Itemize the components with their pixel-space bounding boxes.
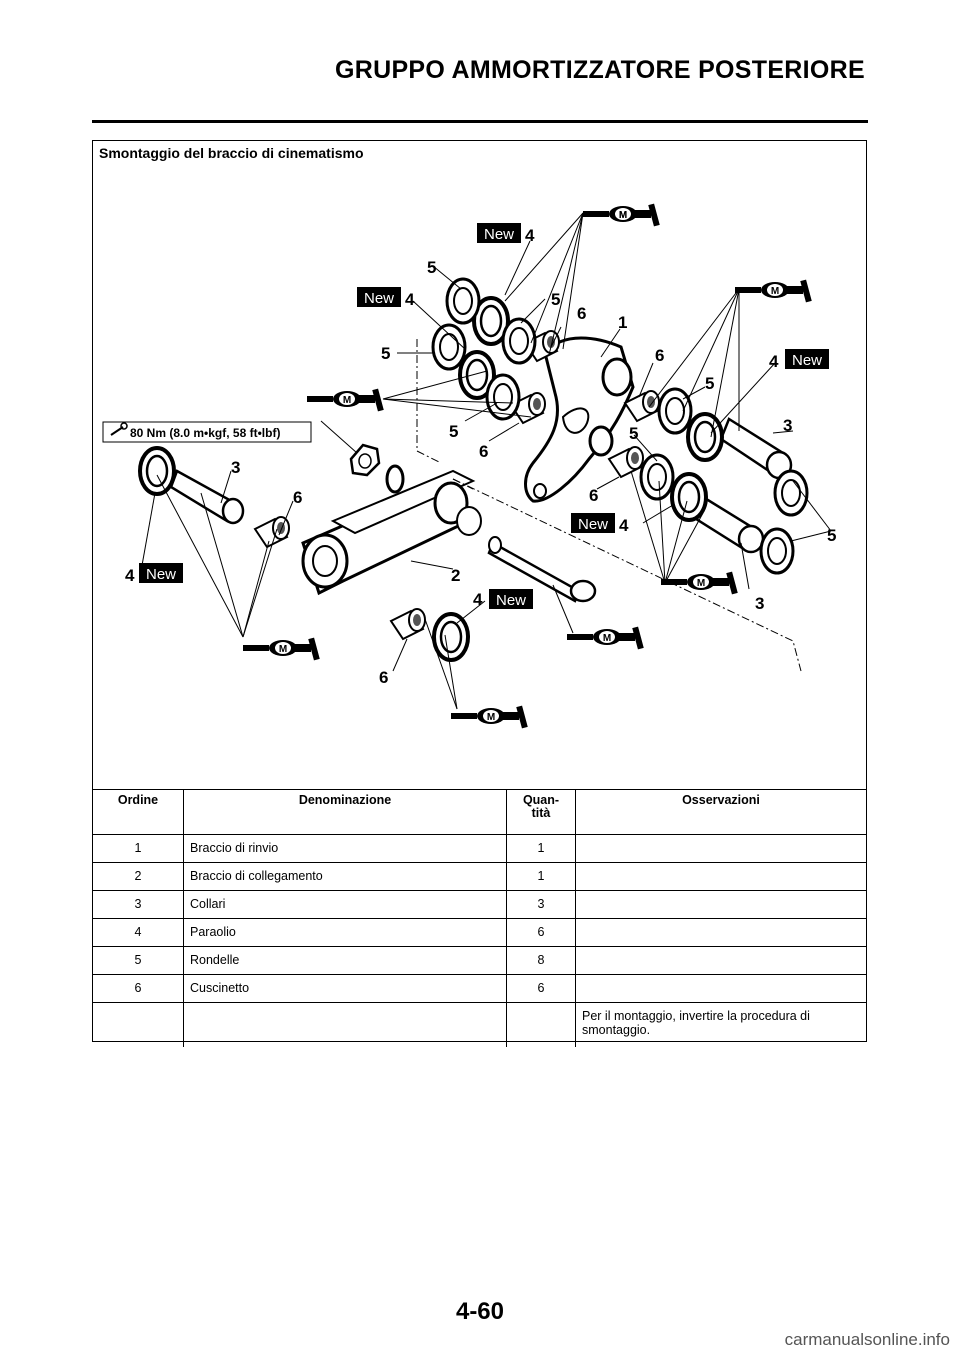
- col-qty: Quan-tità: [506, 789, 576, 835]
- connecting-arm: [301, 469, 482, 596]
- leader-lines: [140, 240, 832, 672]
- callout-5: 5: [427, 258, 436, 277]
- callout-4: 4: [405, 290, 415, 309]
- centerlines: [416, 339, 802, 672]
- exploded-view-diagram: M: [102, 203, 836, 729]
- lube-marker: [307, 388, 384, 412]
- procedure-frame: Smontaggio del braccio di cinematismo M: [92, 140, 867, 1047]
- col-name: Denominazione: [183, 789, 507, 835]
- table-row: Per il montaggio, invertire la procedura…: [93, 1002, 866, 1047]
- nut: [349, 443, 405, 494]
- page-title: GRUPPO AMMORTIZZATORE POSTERIORE: [335, 56, 865, 84]
- callout-4: 4: [525, 226, 535, 245]
- lube-marker: [735, 279, 812, 303]
- callout-6: 6: [479, 442, 488, 461]
- lube-arrows: [156, 212, 740, 710]
- callout-5: 5: [381, 344, 390, 363]
- lube-marker: M: [583, 203, 660, 227]
- watermark: carmanualsonline.info: [784, 1330, 950, 1349]
- callout-6: 6: [589, 486, 598, 505]
- svg-text:New: New: [578, 516, 608, 533]
- new-tag: New: [357, 287, 401, 307]
- torque-spec: 80 Nm (8.0 m•kgf, 58 ft•lbf): [102, 421, 312, 443]
- new-tag: New: [139, 563, 183, 583]
- callout-5: 5: [705, 374, 714, 393]
- callout-5: 5: [551, 290, 560, 309]
- callout-3: 3: [231, 458, 240, 477]
- svg-text:M: M: [619, 210, 627, 221]
- lube-marker: [567, 626, 644, 650]
- callout-4: 4: [125, 566, 135, 585]
- svg-text:New: New: [364, 290, 394, 307]
- svg-text:New: New: [146, 566, 176, 583]
- svg-text:New: New: [792, 352, 822, 369]
- svg-text:New: New: [496, 592, 526, 609]
- callout-4: 4: [473, 590, 483, 609]
- svg-text:80 Nm (8.0 m•kgf, 58 ft•lbf): 80 Nm (8.0 m•kgf, 58 ft•lbf): [130, 426, 280, 440]
- page-number: 4-60: [455, 1298, 505, 1325]
- col-order: Ordine: [93, 789, 184, 835]
- callout-6: 6: [655, 346, 664, 365]
- callout-6: 6: [379, 668, 388, 687]
- callout-2: 2: [451, 566, 460, 585]
- section-title: Smontaggio del braccio di cinematismo: [99, 145, 364, 161]
- col-notes: Osservazioni: [575, 789, 866, 835]
- callout-5: 5: [827, 526, 836, 545]
- callout-4: 4: [619, 516, 629, 535]
- callout-5: 5: [449, 422, 458, 441]
- new-tag: New: [477, 223, 521, 243]
- lube-marker: [451, 705, 528, 729]
- lube-marker: [661, 571, 738, 595]
- relay-arm: [524, 336, 635, 503]
- callout-1: 1: [618, 313, 627, 332]
- pivot-bolt: [487, 536, 597, 603]
- callout-3: 3: [755, 594, 764, 613]
- new-tag: New: [571, 513, 615, 533]
- callout-3: 3: [783, 416, 792, 435]
- callout-4: 4: [769, 352, 779, 371]
- callout-6: 6: [577, 304, 586, 323]
- callout-6: 6: [293, 488, 302, 507]
- table-header-row: Ordine Denominazione Quan-tità Osservazi…: [93, 789, 866, 835]
- wrench-icon: [110, 426, 124, 436]
- callout-5: 5: [629, 424, 638, 443]
- svg-text:New: New: [484, 226, 514, 243]
- new-tag: New: [785, 349, 829, 369]
- title-rule: [92, 120, 868, 123]
- new-tag: New: [489, 589, 533, 609]
- lube-marker: [243, 637, 320, 661]
- parts-table: Ordine Denominazione Quan-tità Osservazi…: [93, 789, 866, 1047]
